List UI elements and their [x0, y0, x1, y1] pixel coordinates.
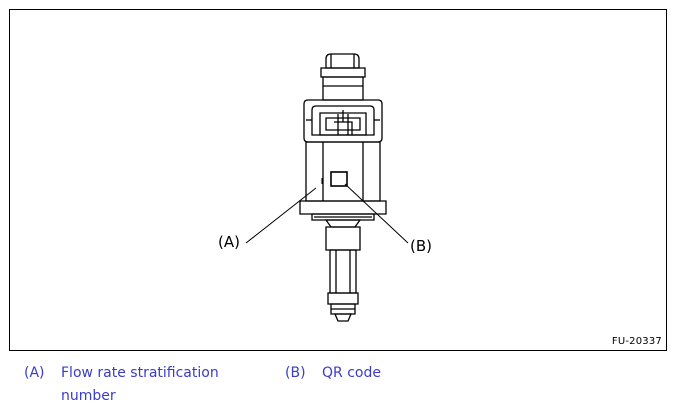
injector-connector	[303, 99, 383, 143]
callout-a-label: (A)	[218, 233, 240, 251]
legend-text: QR code	[322, 365, 381, 381]
figure-frame: (A) (B) FU-20337	[9, 9, 667, 351]
legend-key: (A)	[24, 365, 45, 381]
legend: (A) Flow rate stratification number (B) …	[0, 362, 678, 412]
qr-code-mark	[330, 171, 348, 187]
legend-text: Flow rate stratification number	[61, 365, 219, 404]
injector-body	[299, 141, 387, 228]
figure-id: FU-20337	[611, 336, 662, 347]
injector-nozzle	[325, 226, 361, 322]
callout-a-leader	[245, 187, 317, 244]
fuel-injector-drawing: (A) (B)	[218, 53, 432, 322]
legend-key: (B)	[285, 365, 306, 381]
callout-b-leader	[344, 183, 409, 244]
injector-top-cap	[320, 53, 366, 101]
callout-b-label: (B)	[410, 237, 432, 255]
